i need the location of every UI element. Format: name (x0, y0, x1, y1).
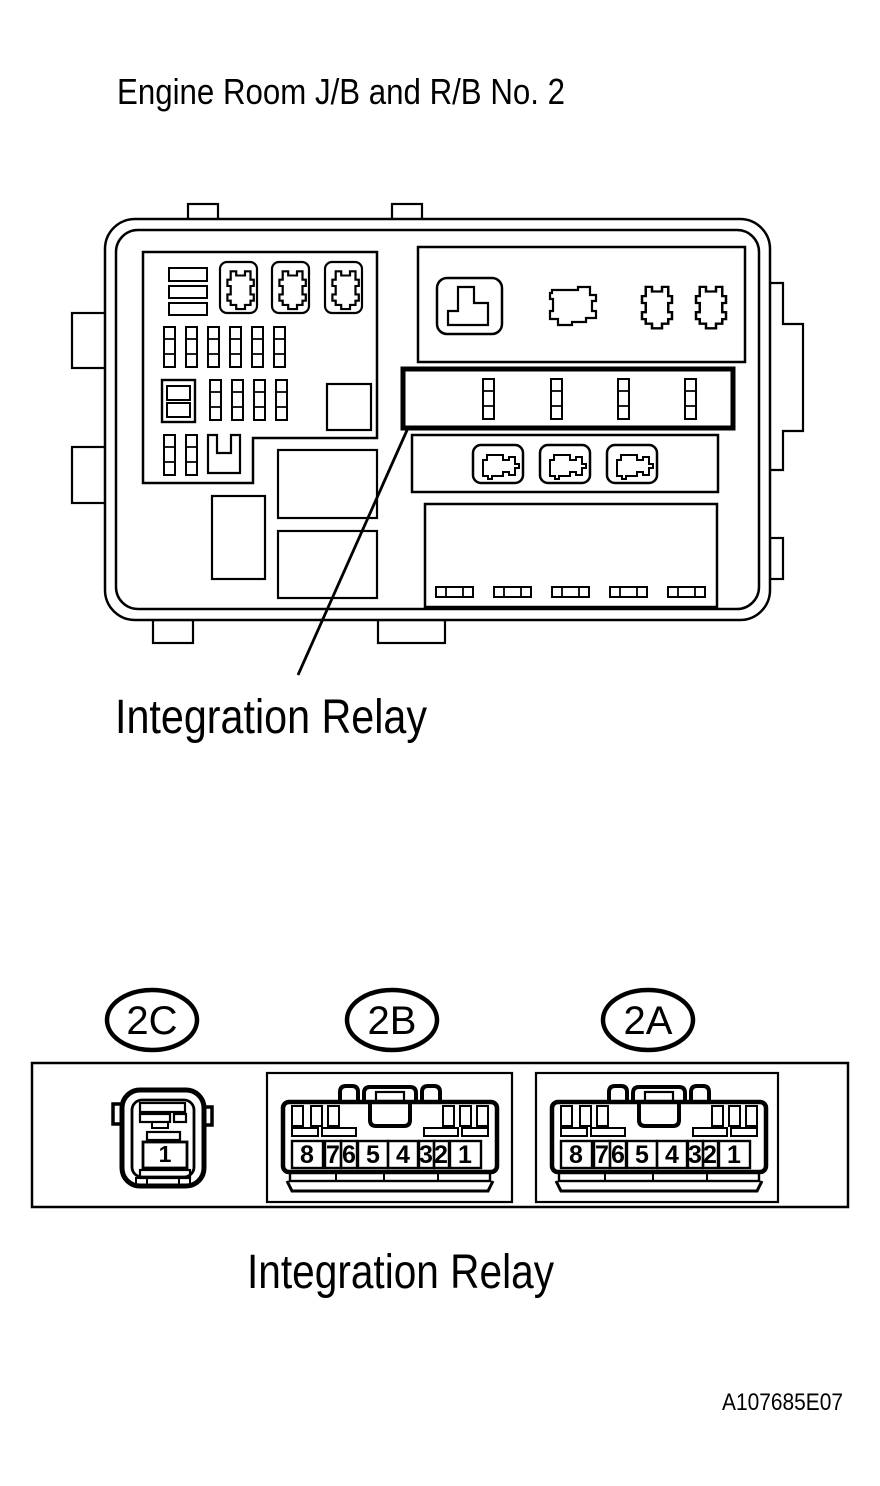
connector-2b-frame (265, 1071, 514, 1204)
terminal-cavity (141, 1140, 189, 1170)
terminal-number: 1 (159, 1141, 172, 1167)
bus-bar (168, 302, 208, 316)
connector-id-ovals: 2C 2B 2A (104, 987, 696, 1053)
relay-socket (323, 260, 364, 315)
figure-code: A107685E07 (722, 1389, 843, 1416)
connector-row-outline (410, 433, 720, 494)
integration-relay-highlight (400, 366, 736, 431)
terminal-number: 7 (326, 1141, 340, 1169)
callout-leader-line (296, 427, 410, 676)
left-tab-lower (70, 445, 108, 505)
bus-bar (168, 267, 208, 282)
empty-socket (276, 448, 379, 520)
junction-box-diagram (70, 202, 805, 645)
right-tab-small (768, 536, 785, 581)
top-tab-left (186, 202, 220, 222)
relay-region-outline (416, 245, 747, 364)
relay-block-top-right (416, 245, 747, 364)
terminal-number: 8 (300, 1141, 314, 1169)
terminal-number: 1 (458, 1141, 472, 1169)
terminal-row: 8 7 6 5 4 3 2 1 (290, 1139, 483, 1170)
relay-socket (218, 260, 259, 315)
connector-caption: Integration Relay (247, 1246, 554, 1299)
connector-2a-drawing (552, 1086, 766, 1191)
terminal-number: 2 (434, 1141, 448, 1169)
top-tab-right (390, 202, 424, 222)
terminal-number: 5 (366, 1141, 380, 1169)
connector-id-2a-label: 2A (624, 999, 673, 1043)
connector-id-2b: 2B (344, 987, 440, 1053)
right-side-bracket (770, 281, 805, 472)
u-bracket-socket (206, 433, 242, 475)
terminal-number: 4 (396, 1141, 410, 1169)
connector-id-2c-label: 2C (126, 999, 177, 1043)
connector-id-2c: 2C (104, 987, 200, 1053)
fuse-block-left-region (141, 250, 379, 485)
connector-id-2a: 2A (600, 987, 696, 1053)
integration-relay-callout-label: Integration Relay (115, 691, 427, 744)
connector-id-2b-label: 2B (368, 999, 417, 1043)
integration-relay-outline (400, 366, 736, 431)
connector-2a-frame (534, 1071, 780, 1204)
box-outer-outline (103, 217, 772, 622)
terminal-number: 3 (419, 1141, 433, 1169)
relay-outline (548, 285, 598, 327)
terminal-number: 6 (342, 1141, 356, 1169)
bus-bar (168, 285, 208, 299)
left-region-outline (141, 250, 379, 485)
connector-panel-outline (30, 1061, 850, 1209)
empty-socket-tall (210, 494, 267, 581)
left-tab-upper (70, 311, 108, 370)
figure-title: Engine Room J/B and R/B No. 2 (117, 71, 565, 112)
connector-panel: 1 (30, 1061, 850, 1209)
lower-right-block (423, 502, 719, 609)
double-fuse-block (160, 378, 197, 424)
bottom-tab-right (376, 618, 447, 645)
lower-block-outline (423, 502, 719, 609)
relay-socket (270, 260, 311, 315)
empty-socket (276, 529, 379, 600)
bottom-tab-left (151, 618, 195, 645)
empty-socket (325, 382, 373, 432)
connector-2c-drawing: 1 (111, 1087, 214, 1189)
relay-socket-large (435, 276, 504, 336)
box-inner-outline (114, 228, 761, 611)
connector-row-region (410, 433, 720, 494)
connector-2b-drawing: 8 7 6 5 4 3 2 1 (280, 1084, 500, 1193)
